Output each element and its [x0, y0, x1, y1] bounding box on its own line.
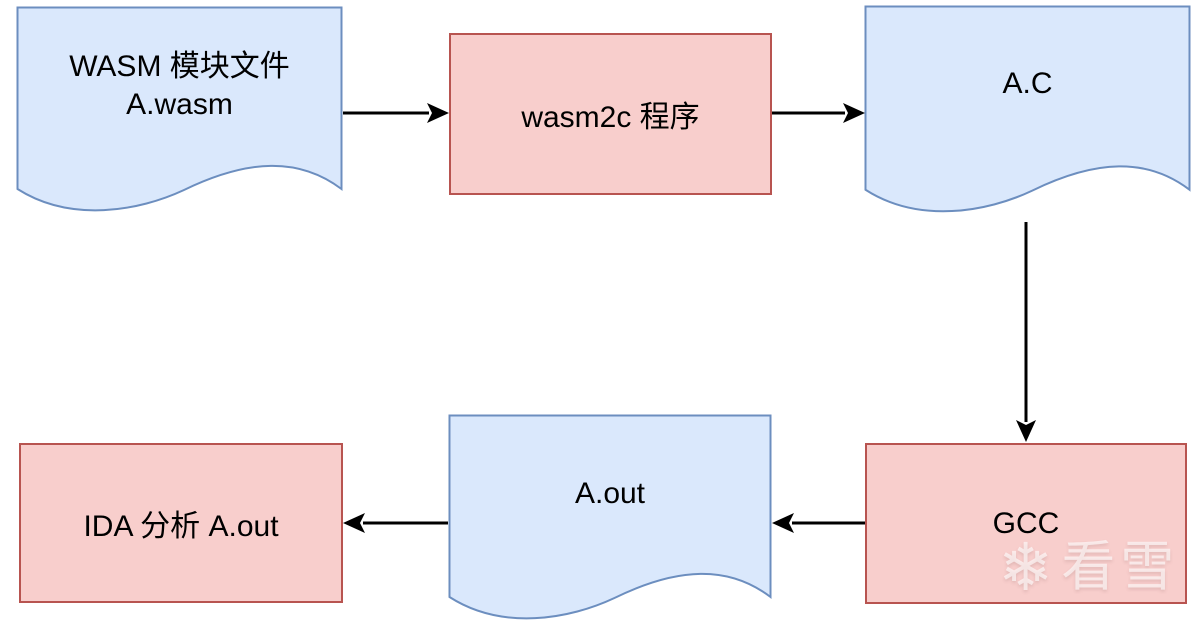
document-shape — [16, 6, 343, 212]
node-label: A.out — [574, 477, 646, 510]
node-gcc: GCC — [865, 443, 1187, 604]
arrow-wasm-to-wasm2c — [343, 103, 449, 123]
arrow-ac-to-gcc — [1016, 222, 1036, 442]
document-shape — [448, 414, 772, 620]
node-label: WASM 模块文件 A.wasm — [69, 50, 290, 121]
node-label: wasm2c 程序 — [521, 101, 700, 134]
node-label: GCC — [992, 506, 1060, 540]
node-wasm-module-file: WASM 模块文件 A.wasm — [16, 6, 343, 218]
node-a-out-file: A.out — [448, 414, 772, 626]
arrow-aout-to-ida — [343, 513, 448, 533]
node-a-c-file: A.C — [864, 5, 1191, 219]
node-wasm2c-program: wasm2c 程序 — [449, 33, 772, 195]
node-label: IDA 分析 A.out — [83, 510, 279, 543]
document-shape — [864, 5, 1191, 213]
node-label: A.C — [1002, 67, 1053, 100]
arrow-gcc-to-aout — [772, 513, 865, 533]
arrow-wasm2c-to-ac — [772, 103, 865, 123]
node-ida-analyze: IDA 分析 A.out — [19, 443, 343, 603]
